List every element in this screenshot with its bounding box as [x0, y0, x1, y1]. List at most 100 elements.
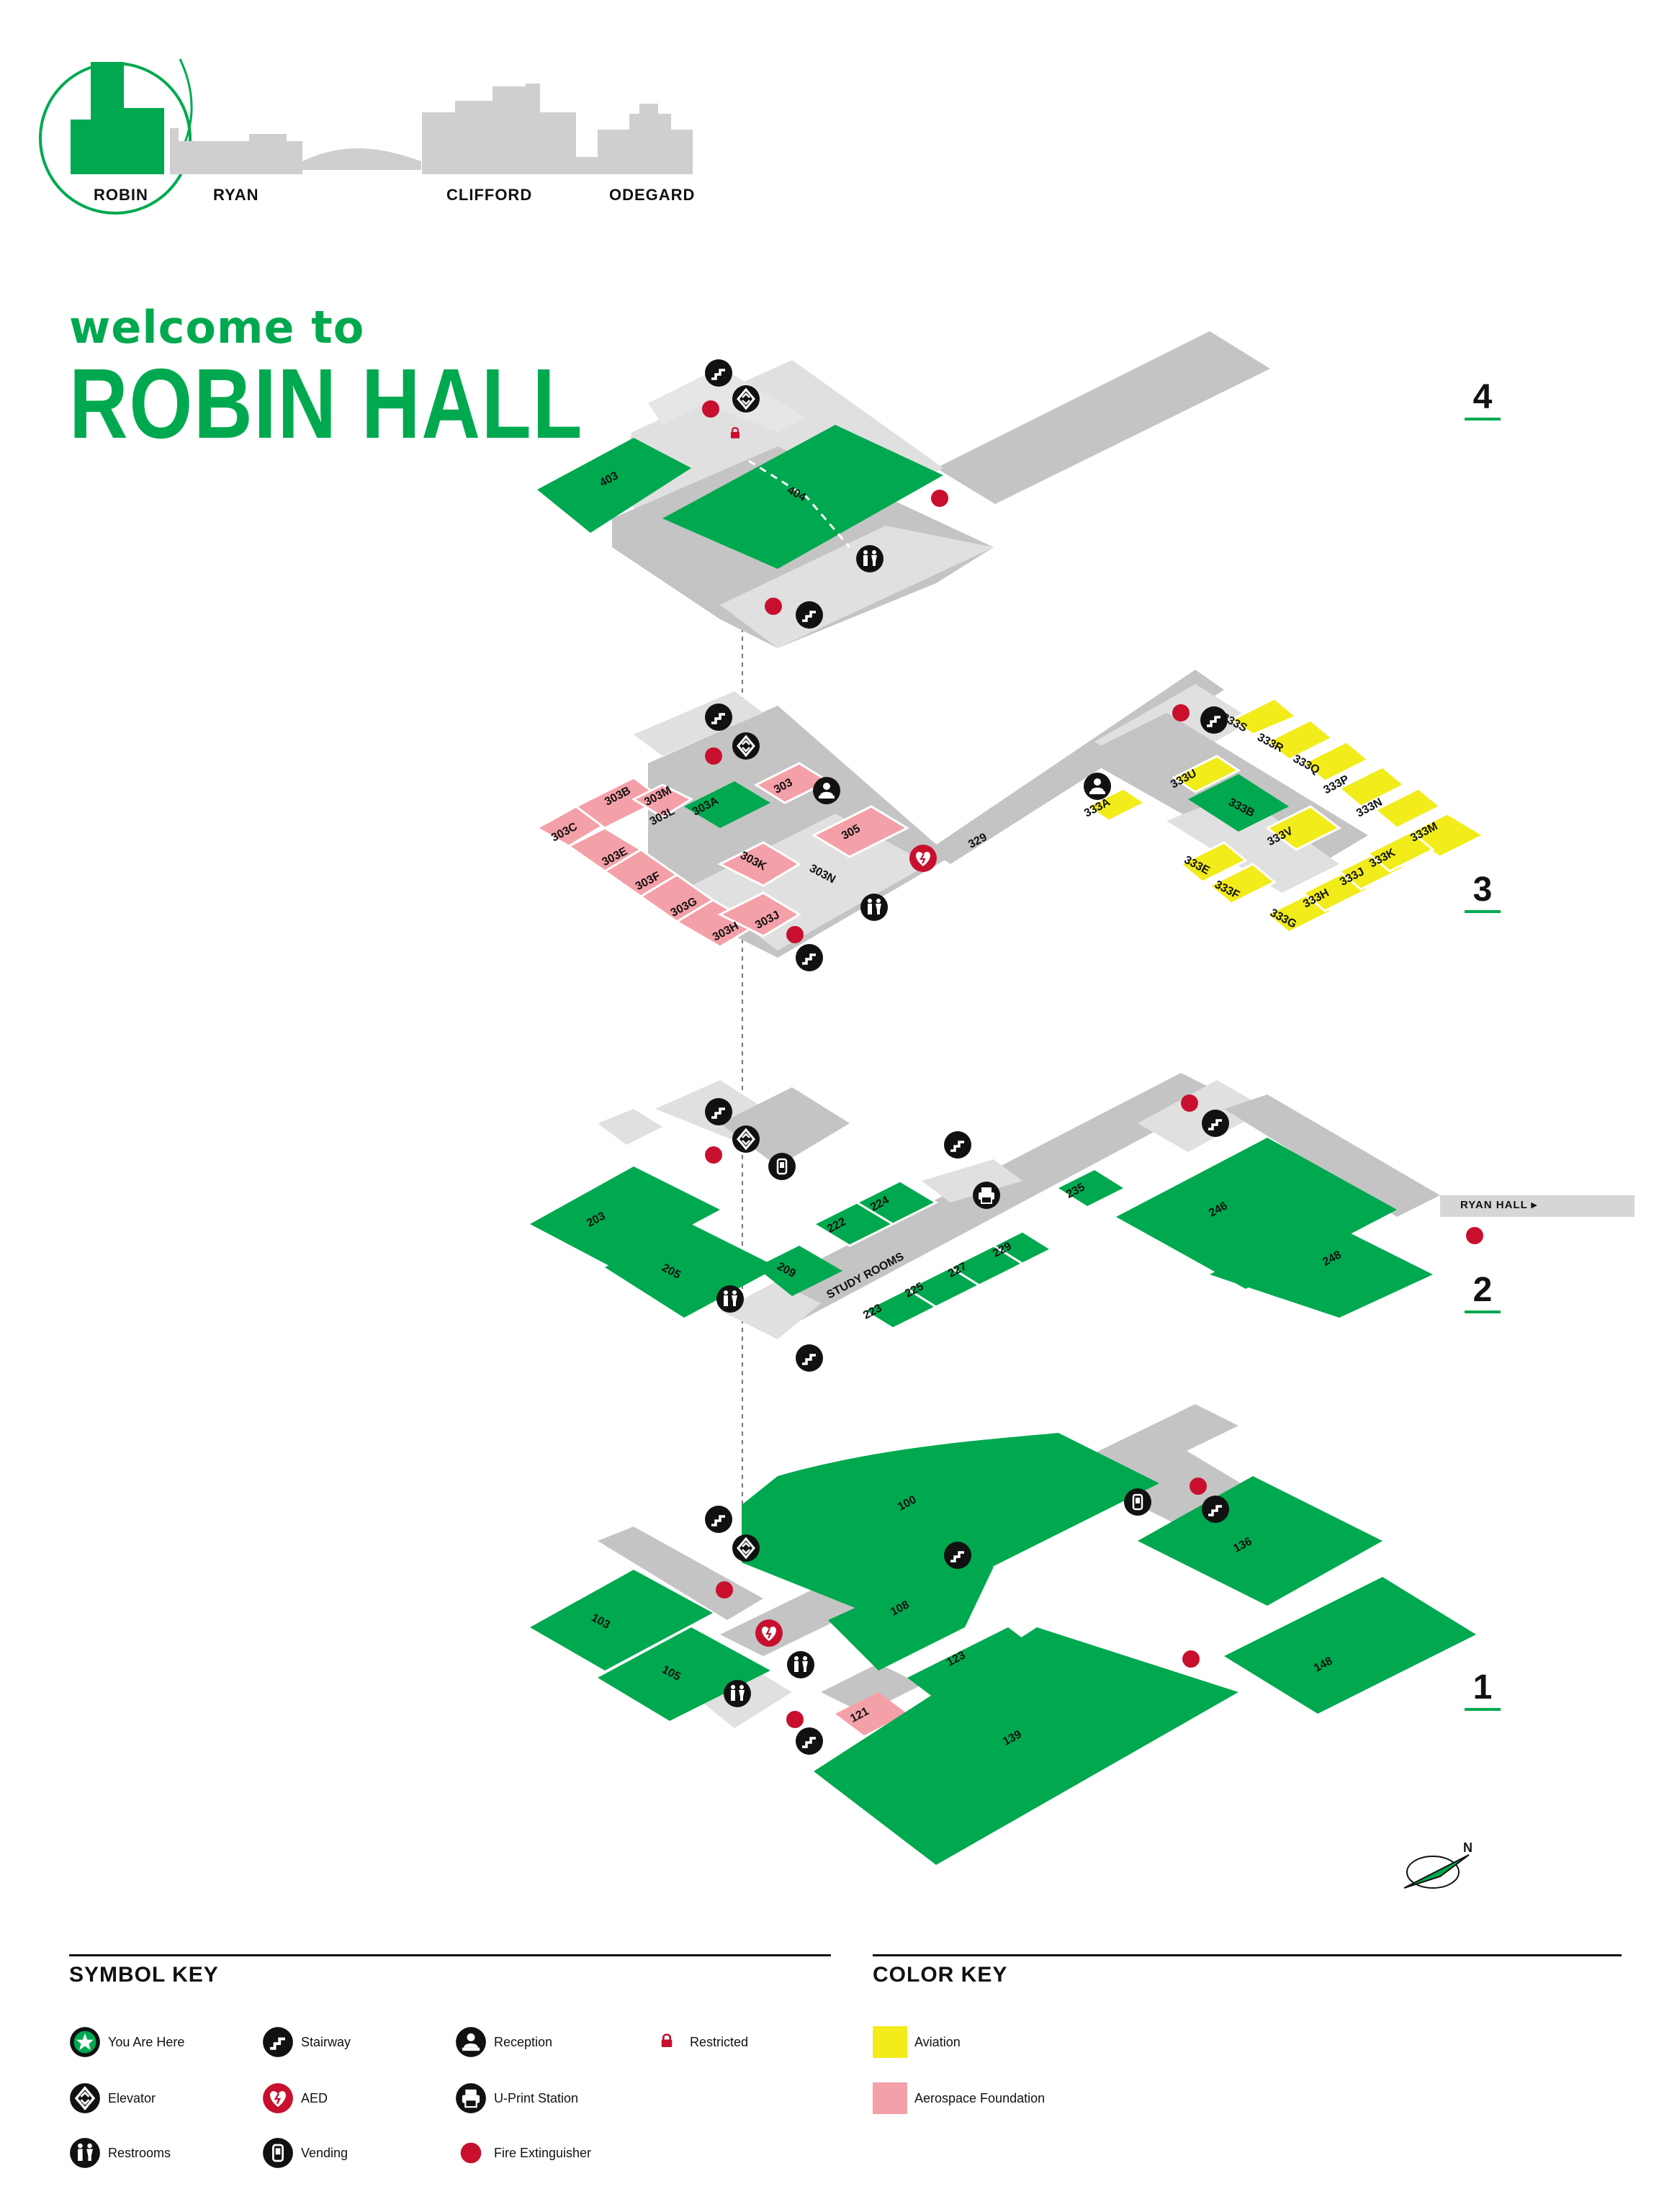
aviation-rooms-333[interactable] [1085, 697, 1486, 934]
odegard-building[interactable] [598, 104, 693, 174]
color-key-rule [873, 1954, 1622, 1956]
ryan-hall-connector-label[interactable]: RYAN HALL ▸ [1460, 1199, 1538, 1211]
key-stairway: Stairway [262, 2026, 351, 2058]
stairway-icon[interactable] [943, 1541, 972, 1570]
skyline-label-robin[interactable]: ROBIN [94, 186, 148, 204]
symbol-key-rule [69, 1954, 831, 1956]
room-103[interactable] [530, 1570, 713, 1671]
skywalk-bridge [302, 148, 421, 170]
stairway-icon [262, 2026, 294, 2058]
restrooms-icon[interactable] [860, 894, 888, 921]
aed-icon[interactable] [909, 844, 938, 873]
fire-extinguisher-icon [1182, 1650, 1200, 1668]
floor-4 [537, 331, 1270, 648]
elevator-icon[interactable] [732, 1125, 760, 1154]
room-205[interactable] [605, 1224, 778, 1318]
room-403[interactable] [537, 438, 691, 533]
u-print-icon[interactable] [972, 1181, 1001, 1210]
you-are-here-icon [69, 2026, 101, 2058]
room-108[interactable] [828, 1567, 994, 1671]
floor-number-2[interactable]: 2 [1473, 1271, 1493, 1309]
reception-icon[interactable] [813, 777, 840, 804]
room-333b[interactable] [1188, 774, 1289, 832]
key-aerospace-foundation: Aerospace Foundation [873, 2082, 1045, 2114]
restrooms-icon [69, 2137, 101, 2169]
room-121[interactable] [835, 1692, 907, 1735]
room-235[interactable] [1058, 1170, 1123, 1206]
fire-extinguisher-icon [931, 490, 948, 507]
symbol-key-title: SYMBOL KEY [69, 1963, 219, 1987]
skyline-label-ryan[interactable]: RYAN [213, 186, 259, 204]
room-209[interactable] [756, 1246, 842, 1296]
room-105[interactable] [598, 1627, 770, 1721]
stairway-icon[interactable] [1201, 1109, 1230, 1138]
fire-extinguisher-icon [460, 2142, 482, 2164]
restrooms-icon[interactable] [856, 545, 884, 572]
restrooms-icon[interactable] [787, 1651, 814, 1678]
key-label: AED [301, 2090, 328, 2105]
stairway-icon[interactable] [704, 1097, 733, 1126]
compass-icon: N [1403, 1840, 1473, 1889]
clifford-building[interactable] [422, 84, 576, 174]
ryan-hall-connector[interactable] [1440, 1195, 1635, 1217]
key-aviation: Aviation [873, 2026, 961, 2058]
key-aed: AED [262, 2082, 328, 2114]
ryan-building[interactable] [170, 128, 302, 174]
study-rooms[interactable] [811, 1179, 1054, 1330]
room-404[interactable] [662, 425, 943, 569]
stairway-icon[interactable] [704, 703, 733, 732]
elevator-icon[interactable] [732, 1534, 760, 1563]
key-elevator: Elevator [69, 2082, 156, 2114]
skyline [39, 58, 693, 215]
room-148[interactable] [1224, 1577, 1476, 1714]
floor-number-3[interactable]: 3 [1473, 871, 1493, 909]
key-fire-extinguisher: Fire Extinguisher [455, 2137, 591, 2169]
elevator-icon[interactable] [732, 385, 760, 413]
stairway-icon[interactable] [795, 943, 824, 972]
vending-icon[interactable] [768, 1152, 796, 1181]
elevator-icon[interactable] [732, 732, 760, 760]
aerospace-rooms-303[interactable] [534, 762, 910, 948]
room-100[interactable] [742, 1433, 1159, 1620]
restricted-icon [651, 2026, 683, 2058]
key-reception: Reception [455, 2026, 552, 2058]
restrooms-icon[interactable] [716, 1285, 744, 1313]
vending-icon[interactable] [1123, 1488, 1152, 1516]
stairway-icon[interactable] [1201, 1495, 1230, 1524]
elevator-icon [69, 2082, 101, 2114]
key-label: U-Print Station [494, 2090, 579, 2105]
floor-number-1[interactable]: 1 [1473, 1668, 1493, 1707]
stairway-icon[interactable] [795, 1727, 824, 1755]
fire-extinguisher-icon [716, 1581, 733, 1599]
fire-extinguisher-icon [1190, 1478, 1207, 1495]
floor-3 [534, 670, 1486, 958]
room-246[interactable] [1116, 1138, 1397, 1289]
welcome-text: welcome to [69, 301, 365, 354]
aviation-swatch [873, 2026, 907, 2058]
room-139[interactable] [814, 1627, 1238, 1865]
skyline-label-odegard[interactable]: ODEGARD [609, 186, 696, 204]
room-303a[interactable] [684, 781, 770, 828]
stairway-icon[interactable] [943, 1130, 972, 1159]
robin-building[interactable] [71, 62, 164, 174]
room-248[interactable] [1210, 1217, 1433, 1318]
aed-icon[interactable] [755, 1619, 783, 1647]
stairway-icon[interactable] [704, 1505, 733, 1534]
stairway-icon[interactable] [795, 601, 824, 629]
stairway-icon[interactable] [704, 359, 733, 387]
restrooms-icon[interactable] [724, 1680, 751, 1707]
floor-number-4[interactable]: 4 [1473, 378, 1493, 416]
fire-extinguisher-icon [702, 400, 719, 418]
floor-number-underline [1465, 418, 1501, 421]
room-136[interactable] [1138, 1476, 1382, 1606]
stairway-icon[interactable] [795, 1344, 824, 1372]
skyline-label-clifford[interactable]: CLIFFORD [446, 186, 533, 204]
fire-extinguisher-icon [786, 1711, 804, 1728]
reception-icon[interactable] [1084, 773, 1111, 800]
vending-icon [262, 2137, 294, 2169]
key-label: Restrooms [108, 2145, 171, 2160]
fire-extinguisher-icon [765, 598, 782, 615]
room-123[interactable] [907, 1627, 1037, 1699]
room-203[interactable] [530, 1166, 720, 1267]
